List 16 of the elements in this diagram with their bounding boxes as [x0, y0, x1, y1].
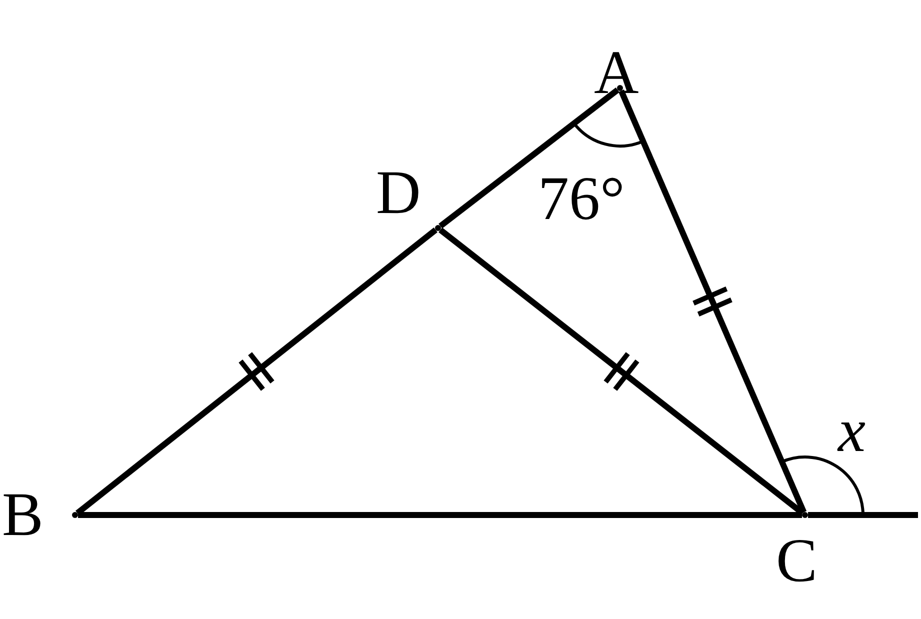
vertex-label: A [594, 42, 639, 104]
vertex-label: D [376, 162, 421, 224]
line-segment [618, 90, 807, 514]
line-segment [438, 87, 620, 229]
vertex-label: C [776, 530, 818, 592]
vertex-label: B [2, 484, 44, 546]
vertex-point [435, 225, 441, 231]
line-segment [438, 227, 804, 516]
line-segment [78, 512, 802, 518]
variable-label: x [838, 400, 866, 462]
line-segment [76, 228, 438, 516]
vertex-point [802, 512, 808, 518]
line-segment [808, 512, 918, 518]
vertex-point [72, 512, 78, 518]
angle-label: 76° [538, 168, 625, 230]
vertex-point [617, 85, 623, 91]
